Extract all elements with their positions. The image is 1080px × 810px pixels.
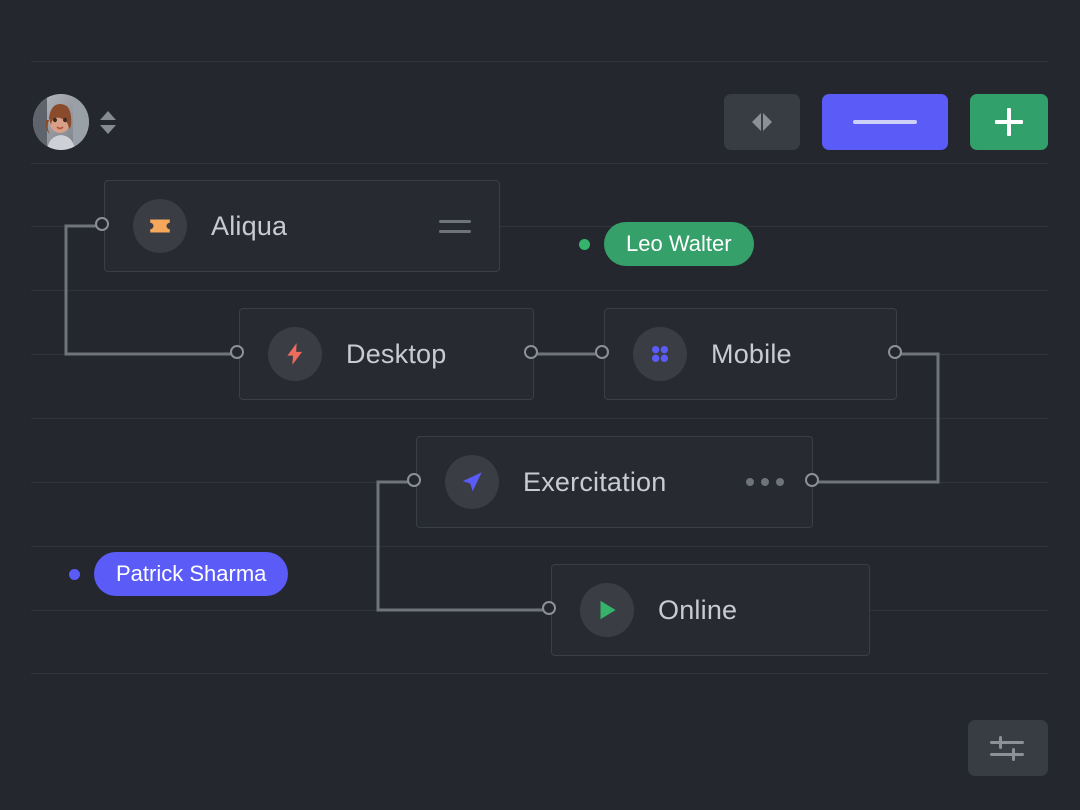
dots-icon[interactable]	[746, 478, 784, 486]
pill-dot-leo-walter	[579, 239, 590, 250]
grid-line-0	[31, 61, 1048, 62]
node-exercitation[interactable]: Exercitation	[416, 436, 813, 528]
port-exercitation-right[interactable]	[805, 473, 819, 487]
port-mobile-right[interactable]	[888, 345, 902, 359]
grid-line-7	[31, 546, 1048, 547]
settings-button[interactable]	[968, 720, 1048, 776]
node-icon-aliqua	[133, 199, 187, 253]
hamburger-icon[interactable]	[439, 219, 471, 233]
collapse-horizontal-icon	[752, 113, 772, 131]
ticket-icon	[150, 219, 170, 233]
lightning-bolt-icon	[287, 343, 303, 365]
node-online[interactable]: Online	[551, 564, 870, 656]
node-label-online: Online	[658, 594, 738, 625]
node-aliqua[interactable]: Aliqua	[104, 180, 500, 272]
grid-line-9	[31, 673, 1048, 674]
node-icon-exercitation	[445, 455, 499, 509]
play-icon	[600, 600, 616, 620]
pill-dot-patrick-sharma	[69, 569, 80, 580]
node-label-aliqua: Aliqua	[211, 210, 288, 241]
chevron-down-icon[interactable]	[100, 124, 116, 134]
plus-icon	[995, 108, 1023, 136]
grid-line-3	[31, 290, 1048, 291]
node-icon-online	[580, 583, 634, 637]
port-desktop-left[interactable]	[230, 345, 244, 359]
chevron-up-icon[interactable]	[100, 110, 116, 120]
node-label-exercitation: Exercitation	[523, 466, 667, 497]
collapse-expand-button[interactable]	[724, 94, 800, 150]
port-exercitation-left[interactable]	[407, 473, 421, 487]
sort-stepper[interactable]	[99, 102, 117, 142]
grid-line-8	[31, 610, 1048, 611]
grid-dots-icon	[651, 345, 669, 363]
user-avatar[interactable]	[33, 94, 89, 150]
remove-button[interactable]	[822, 94, 948, 150]
sliders-icon	[990, 735, 1026, 761]
avatar-image	[33, 94, 89, 150]
port-desktop-right[interactable]	[524, 345, 538, 359]
minus-icon	[853, 120, 917, 124]
node-icon-mobile	[633, 327, 687, 381]
navigation-arrow-icon	[462, 472, 482, 492]
grid-line-5	[31, 418, 1048, 419]
user-pill-patrick-sharma[interactable]: Patrick Sharma	[94, 552, 289, 596]
node-label-desktop: Desktop	[346, 338, 447, 369]
port-aliqua-left[interactable]	[95, 217, 109, 231]
toolbar-right	[724, 94, 1048, 150]
node-icon-desktop	[268, 327, 322, 381]
port-mobile-left[interactable]	[595, 345, 609, 359]
node-desktop[interactable]: Desktop	[239, 308, 534, 400]
node-label-mobile: Mobile	[711, 338, 792, 369]
port-online-left[interactable]	[542, 601, 556, 615]
node-mobile[interactable]: Mobile	[604, 308, 897, 400]
add-button[interactable]	[970, 94, 1048, 150]
toolbar-left	[33, 94, 117, 150]
user-pill-leo-walter[interactable]: Leo Walter	[604, 222, 754, 266]
grid-line-1	[31, 163, 1048, 164]
